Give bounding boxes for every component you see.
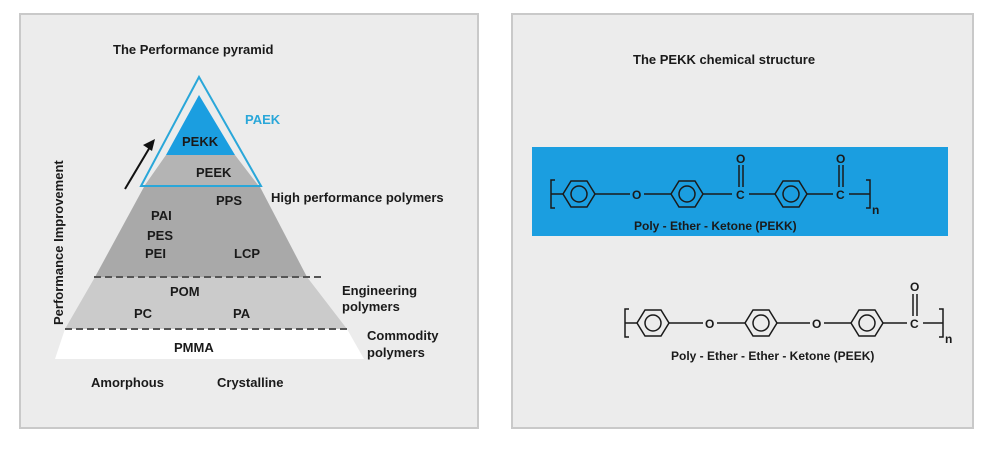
pekk-tier bbox=[166, 95, 235, 155]
pekk-ketone-oxygen-2: O bbox=[836, 152, 845, 166]
amorphous-label: Amorphous bbox=[91, 375, 164, 390]
pekk-carbon-2: C bbox=[836, 188, 845, 202]
performance-arrow-line bbox=[124, 146, 151, 190]
label-pc: PC bbox=[134, 306, 153, 321]
crystalline-label: Crystalline bbox=[217, 375, 283, 390]
peek-tier bbox=[145, 155, 258, 185]
label-pmma: PMMA bbox=[174, 340, 214, 355]
benzene-ring-icon bbox=[636, 309, 670, 337]
pyramid-title: The Performance pyramid bbox=[113, 42, 273, 57]
label-pekk: PEKK bbox=[182, 134, 219, 149]
engineering-label-2: polymers bbox=[342, 299, 400, 314]
pekk-ketone-oxygen-1: O bbox=[736, 152, 745, 166]
structure-diagram: The PEKK chemical structure bbox=[532, 52, 952, 363]
peek-ether-oxygen-2: O bbox=[812, 317, 821, 331]
commodity-label-1: Commodity bbox=[367, 328, 439, 343]
commodity-tier bbox=[55, 329, 364, 359]
pekk-band bbox=[532, 147, 948, 236]
pekk-carbon-1: C bbox=[736, 188, 745, 202]
high-performance-tier bbox=[95, 185, 307, 277]
chemical-structure-panel: The PEKK chemical structure bbox=[511, 13, 974, 429]
label-pes: PES bbox=[147, 228, 173, 243]
engineering-label-1: Engineering bbox=[342, 283, 417, 298]
engineering-tier bbox=[65, 277, 347, 329]
benzene-ring-icon bbox=[850, 309, 884, 337]
y-axis-label: Performance Improvement bbox=[51, 160, 66, 325]
arrow-head-icon bbox=[143, 139, 155, 151]
paek-outline bbox=[139, 74, 263, 187]
label-peek: PEEK bbox=[196, 165, 232, 180]
performance-pyramid-panel: The Performance pyramid Performance Impr… bbox=[19, 13, 479, 429]
benzene-ring-icon bbox=[744, 309, 778, 337]
pekk-ether-oxygen: O bbox=[632, 188, 641, 202]
pyramid-diagram: The Performance pyramid Performance Impr… bbox=[51, 42, 444, 390]
high-performance-label: High performance polymers bbox=[271, 190, 444, 205]
pekk-repeat-n: n bbox=[872, 203, 879, 217]
label-pei: PEI bbox=[145, 246, 166, 261]
paek-label: PAEK bbox=[245, 112, 281, 127]
label-pps: PPS bbox=[216, 193, 242, 208]
peek-repeat-n: n bbox=[945, 332, 952, 346]
peek-carbon: C bbox=[910, 317, 919, 331]
peek-structure bbox=[624, 294, 944, 338]
peek-caption: Poly - Ether - Ether - Ketone (PEEK) bbox=[671, 349, 874, 363]
pekk-caption: Poly - Ether - Ketone (PEKK) bbox=[634, 219, 797, 233]
label-pa: PA bbox=[233, 306, 251, 321]
peek-ether-oxygen-1: O bbox=[705, 317, 714, 331]
label-pai: PAI bbox=[151, 208, 172, 223]
structure-title: The PEKK chemical structure bbox=[633, 52, 815, 67]
pekk-structure bbox=[550, 165, 871, 209]
peek-ketone-oxygen: O bbox=[910, 280, 919, 294]
commodity-label-2: polymers bbox=[367, 345, 425, 360]
label-pom: POM bbox=[170, 284, 200, 299]
label-lcp: LCP bbox=[234, 246, 260, 261]
